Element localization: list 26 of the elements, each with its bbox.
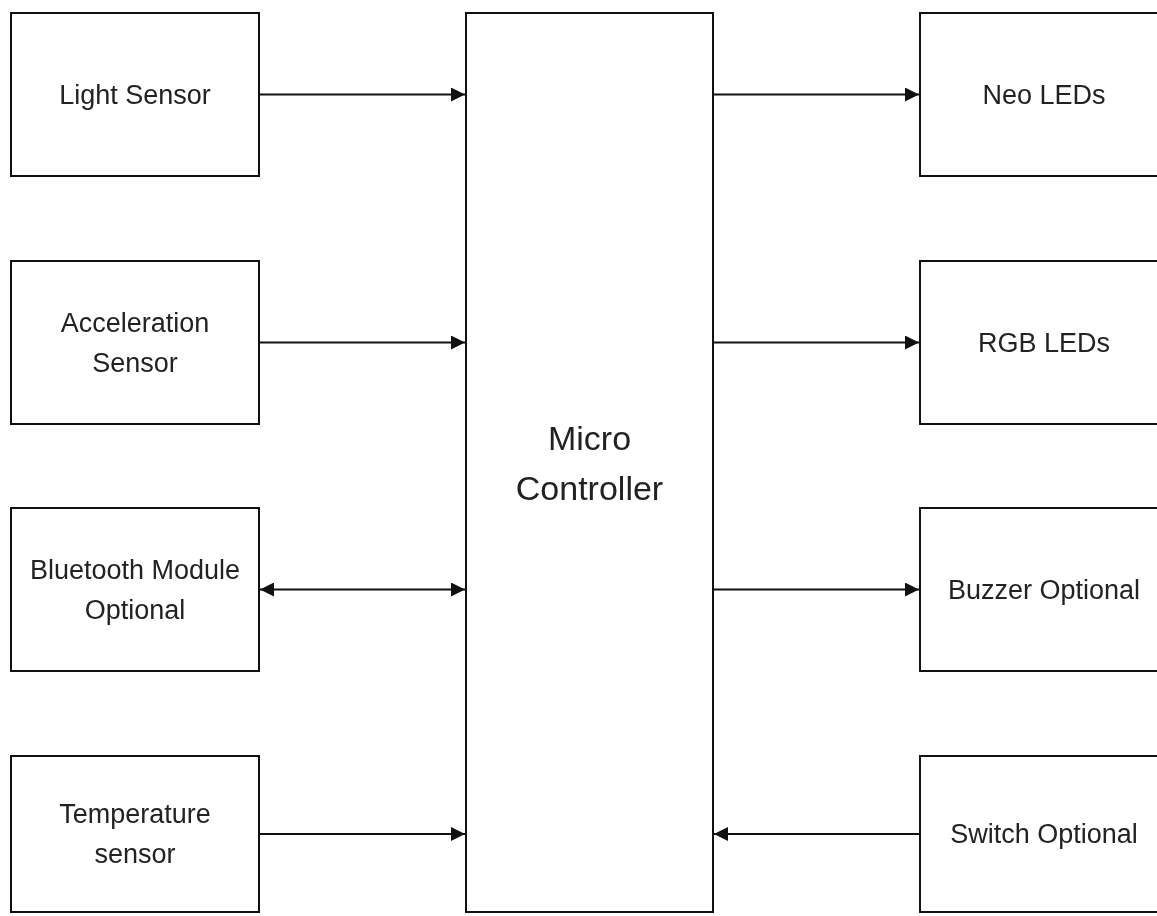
module-box [919,12,1157,177]
arrow [713,827,920,841]
module-box [919,755,1157,913]
module-box [919,260,1157,425]
module-box [10,507,260,672]
label: Neo LEDs [981,78,1107,112]
label: Bluetooth Module Optional [28,553,242,627]
arrow [259,87,466,102]
arrow [259,827,466,841]
module-box [10,260,260,425]
module-box [10,755,260,913]
arrow [713,87,920,102]
label: Buzzer Optional [946,573,1142,607]
module-box [10,12,260,177]
arrow [713,582,920,597]
label: RGB LEDs [976,326,1111,360]
arrow [259,582,466,597]
arrow [259,335,466,350]
label: Acceleration Sensor [59,306,211,380]
label: Temperature sensor [58,798,212,871]
controller-box [465,12,714,913]
arrow [713,335,920,350]
label: Light Sensor [58,78,212,112]
module-box [919,507,1157,672]
label: Micro Controller [514,417,665,509]
label: Switch Optional [949,818,1139,851]
